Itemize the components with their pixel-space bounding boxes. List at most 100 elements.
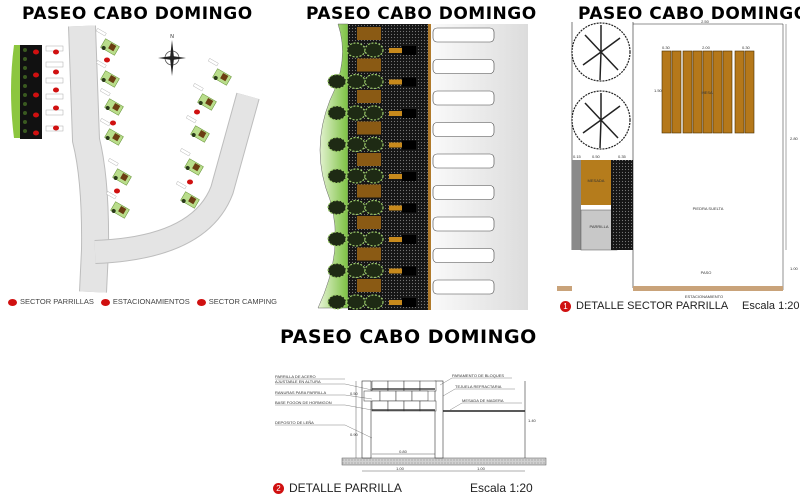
camping-site (179, 148, 204, 176)
legend-label: SECTOR CAMPING (208, 297, 277, 306)
marker-icon (196, 298, 206, 306)
tree-icon (346, 42, 366, 58)
tree-icon (346, 199, 366, 216)
tree-icon (364, 105, 384, 121)
tree-icon (23, 84, 27, 88)
tree-icon (327, 168, 347, 184)
callout-label: MESADA DE MADERA (462, 398, 504, 403)
picnic-table (357, 58, 381, 72)
tree-icon (364, 168, 384, 184)
tree-icon (327, 294, 347, 310)
callout-label: TEJUELA REFRACTARIA (455, 384, 502, 389)
grill-counter (389, 205, 402, 211)
parking-space (45, 77, 64, 84)
camping-site (95, 60, 120, 88)
marker-icon (194, 109, 200, 115)
camping-site (105, 191, 130, 219)
block (363, 390, 381, 402)
detail-number-badge: 1 (560, 300, 571, 312)
marker-icon (100, 298, 110, 306)
dim-grill-a: 0.15 (573, 154, 582, 159)
tree-icon (346, 136, 366, 153)
table-plank (661, 50, 672, 134)
table-plank (744, 50, 755, 134)
site-plan: N (11, 25, 260, 293)
callout-label: AJUSTABLE EN ALTURA (275, 379, 321, 384)
grill-detail-caption: 2 DETALLE PARRILLA (273, 481, 402, 495)
legend-label: ESTACIONAMIENTOS (112, 297, 190, 306)
tree-icon (346, 73, 366, 90)
sector-detail-scale: Escala 1:20 (742, 300, 800, 312)
camping-site (192, 83, 217, 111)
legend-item-grills: SECTOR PARRILLAS (8, 297, 94, 306)
tree-icon (571, 90, 631, 150)
grill-counter (389, 142, 402, 148)
detail-number-badge: 2 (273, 483, 284, 495)
table-plank (692, 50, 703, 134)
grill-detail-label: DETALLE PARRILLA (289, 481, 402, 495)
dim-left-width: 1.00 (396, 466, 405, 471)
block (379, 390, 397, 402)
picnic-table (357, 247, 381, 261)
site-plan-legend: SECTOR PARRILLAS ESTACIONAMIENTOS SECTOR… (8, 297, 277, 306)
grill-counter (389, 111, 402, 116)
marker-icon (53, 87, 59, 93)
dim-inner-width: 0.80 (399, 449, 408, 454)
marker-icon (33, 49, 39, 55)
parking-space (432, 248, 495, 263)
marker-icon (114, 188, 120, 194)
grill-label: PARRILLA (589, 224, 608, 229)
grill-counter (389, 268, 402, 274)
counter-label: MESADA (588, 178, 605, 183)
tree-icon (327, 73, 347, 90)
callout-label: RANURAS PARA PARRILLA (275, 390, 327, 395)
tree-icon (23, 120, 27, 124)
parking-space (432, 153, 495, 169)
block (411, 390, 429, 402)
legend-label: SECTOR PARRILLAS (20, 297, 94, 306)
tree-icon (23, 75, 27, 79)
parking-space (432, 279, 495, 295)
marker-icon (53, 125, 59, 131)
tree-icon (23, 48, 27, 52)
tree-icon (346, 294, 366, 310)
picnic-table (357, 27, 381, 40)
parking-space (45, 109, 64, 116)
dim-top-height: 0.50 (350, 391, 359, 396)
marker-icon (110, 120, 116, 126)
parking-space (45, 93, 64, 100)
counter (581, 160, 611, 205)
table-plank (682, 50, 693, 134)
marker-icon (33, 130, 39, 136)
tree-icon (364, 294, 384, 310)
grill-counter (389, 48, 402, 53)
green-buffer (11, 45, 22, 138)
picnic-table (357, 153, 381, 166)
block (395, 390, 413, 402)
parking-space (432, 27, 495, 43)
parking-space (45, 61, 64, 68)
dim-bottom-height: 0.90 (350, 432, 359, 437)
tree-icon (23, 66, 27, 70)
parking-space (432, 185, 495, 200)
promenade-plan (317, 23, 528, 310)
compass-icon: N (158, 34, 186, 76)
parking-space (432, 90, 495, 106)
dim-table-left: 0.30 (662, 45, 671, 50)
tree-icon (346, 231, 366, 247)
tree-icon (346, 168, 366, 184)
grill-counter (389, 174, 402, 179)
picnic-table (357, 184, 381, 198)
picnic-table (357, 216, 381, 229)
marker-icon (53, 49, 59, 55)
sector-detail: 2.50 2.80 1.00 0.30 2.00 0.30 1.50 MESA … (557, 19, 799, 299)
tree-icon (327, 136, 347, 153)
tree-icon (346, 262, 366, 279)
grill-counter (389, 300, 402, 305)
legend-item-parking: ESTACIONAMIENTOS (100, 297, 190, 306)
tree-icon (327, 105, 347, 121)
marker-icon (53, 105, 59, 111)
camping-site (175, 181, 200, 209)
grill-counter (389, 237, 402, 242)
